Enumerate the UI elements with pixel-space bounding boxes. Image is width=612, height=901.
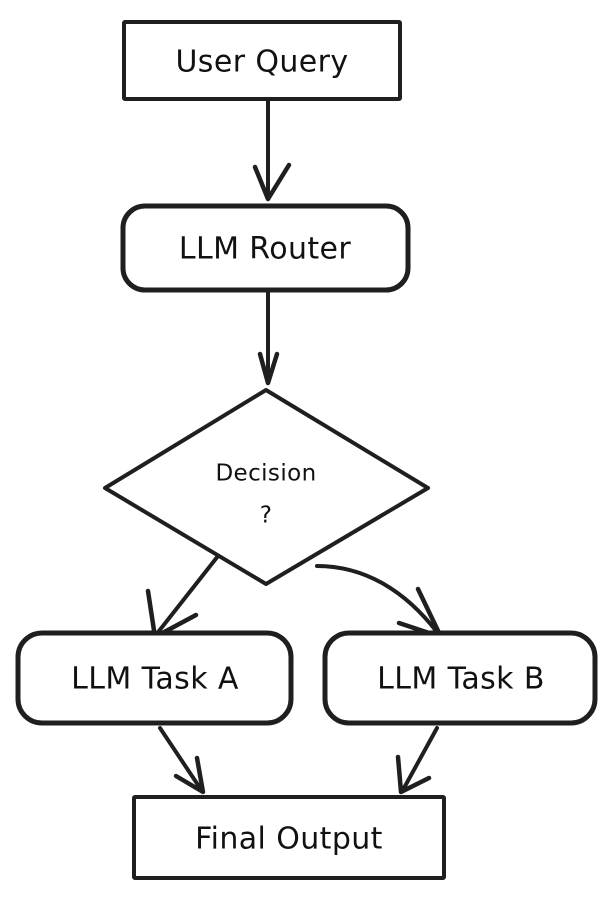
edge-llm-router-to-decision [257, 288, 280, 386]
user-query-shape [122, 20, 402, 101]
task-b-label: LLM Task B [377, 662, 545, 697]
decision-label-line2: ? [260, 503, 273, 529]
node-task-b[interactable]: LLM Task B [322, 630, 598, 726]
llm-router-shape [120, 203, 411, 293]
task-b-shape [322, 630, 598, 726]
node-task-a[interactable]: LLM Task A [15, 630, 294, 726]
decision-shape [103, 388, 430, 586]
task-a-label: LLM Task A [71, 662, 239, 697]
edge-user-query-to-llm-router [252, 97, 292, 202]
edge-decision-to-task-a [145, 554, 220, 640]
node-final-output[interactable]: Final Output [132, 795, 446, 880]
final-output-label: Final Output [195, 822, 383, 857]
node-decision[interactable]: Decision ? [103, 388, 430, 586]
user-query-label: User Query [175, 45, 348, 80]
edge-task-a-to-final-output [158, 726, 206, 795]
decision-label-line1: Decision [215, 461, 316, 487]
edge-decision-to-task-b [315, 564, 444, 640]
final-output-shape [132, 795, 446, 880]
node-user-query[interactable]: User Query [122, 20, 402, 101]
llm-router-label: LLM Router [179, 232, 352, 267]
node-llm-router[interactable]: LLM Router [120, 203, 411, 293]
edge-task-b-to-final-output [395, 726, 439, 795]
task-a-shape [15, 630, 294, 726]
